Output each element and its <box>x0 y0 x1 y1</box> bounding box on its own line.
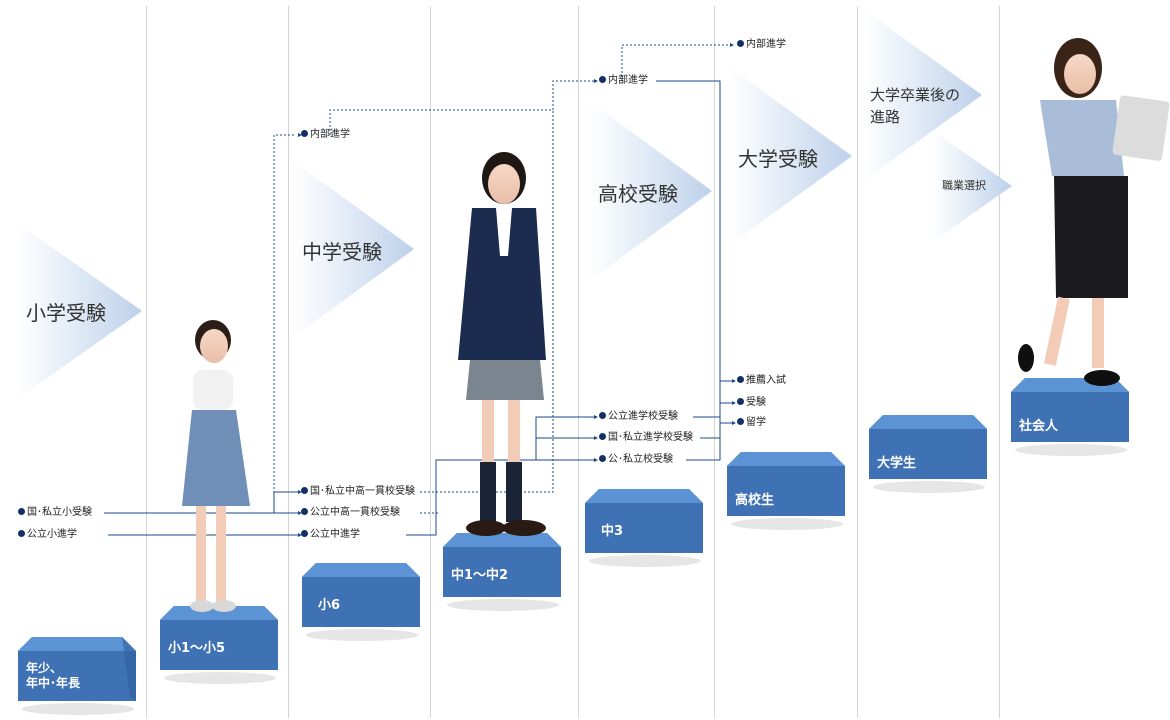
step-label: 大学生 <box>877 456 917 471</box>
bullet-dot <box>599 433 606 440</box>
step-label: 中3 <box>601 524 624 539</box>
column-divider <box>857 6 858 718</box>
step-junior-high-1-2: 中1～中2 <box>443 533 561 611</box>
bullet-dot <box>599 76 606 83</box>
chevron-arrow <box>862 8 982 182</box>
bullet-dot <box>301 487 308 494</box>
bullet-dot <box>18 530 25 537</box>
chevron-arrow <box>932 130 1012 242</box>
step-label: 社会人 <box>1019 419 1059 434</box>
column-divider <box>578 6 579 718</box>
route-recommendation: 推薦入試 <box>737 375 786 387</box>
chevron-arrow <box>728 66 852 246</box>
bullet-dot <box>599 412 606 419</box>
step-elementary-1-5: 小1～小5 <box>160 606 278 684</box>
route-public-prep: 公立進学校受験 <box>599 411 678 423</box>
route-internal-university: 内部進学 <box>737 39 786 51</box>
bullet-dot <box>301 508 308 515</box>
businesswoman-figure-image <box>1018 38 1170 386</box>
route-public-chukou: 公立中高一貫校受験 <box>301 507 400 519</box>
stage-title-high-school: 高校受験 <box>598 182 678 206</box>
step-elementary-6: 小6 <box>302 563 420 641</box>
chevron-arrow <box>588 100 712 282</box>
bullet-dot <box>737 418 744 425</box>
step-preschool: 年少、 年中･年長 <box>18 637 136 715</box>
route-kokushi-chukou: 国･私立中高一貫校受験 <box>301 486 415 498</box>
child-figure-image <box>182 320 250 612</box>
step-label: 中1～中2 <box>451 568 509 583</box>
step-label: 年少、 年中･年長 <box>26 661 81 690</box>
route-public-elementary: 公立小進学 <box>18 529 77 541</box>
bullet-dot <box>18 508 25 515</box>
bullet-dot <box>737 40 744 47</box>
chevron-arrow <box>16 222 142 400</box>
column-divider <box>999 6 1000 718</box>
bullet-dot <box>599 455 606 462</box>
route-exam: 受験 <box>737 397 766 409</box>
step-high-school: 高校生 <box>727 452 845 530</box>
stage-title-junior-high: 中学受験 <box>302 240 382 264</box>
chevron-arrow <box>292 160 414 338</box>
column-divider <box>714 6 715 718</box>
stage-title-career: 職業選択 <box>942 179 986 192</box>
route-public-private-high: 公･私立校受験 <box>599 454 673 466</box>
column-divider <box>146 6 147 718</box>
stage-title-university: 大学受験 <box>738 147 818 171</box>
step-university: 大学生 <box>869 415 987 493</box>
bullet-dot <box>301 530 308 537</box>
bullet-dot <box>737 398 744 405</box>
bullet-dot <box>301 130 308 137</box>
stage-title-after-university: 大学卒業後の 進路 <box>870 86 961 126</box>
step-junior-high-3: 中3 <box>585 489 703 567</box>
route-kokushi-prep: 国･私立進学校受験 <box>599 432 693 444</box>
route-internal-junior-high: 内部進学 <box>301 129 350 141</box>
route-study-abroad: 留学 <box>737 417 766 429</box>
column-divider <box>288 6 289 718</box>
column-divider <box>430 6 431 718</box>
step-label: 小6 <box>318 598 341 613</box>
stage-title-elementary: 小学受験 <box>26 301 106 325</box>
student-figure-image <box>458 152 546 536</box>
bullet-dot <box>737 376 744 383</box>
step-label: 高校生 <box>735 493 775 508</box>
step-label: 小1～小5 <box>168 641 226 656</box>
route-internal-high-school: 内部進学 <box>599 75 648 87</box>
route-public-junior-high: 公立中進学 <box>301 529 360 541</box>
route-kokushi-elementary: 国･私立小受験 <box>18 507 92 519</box>
